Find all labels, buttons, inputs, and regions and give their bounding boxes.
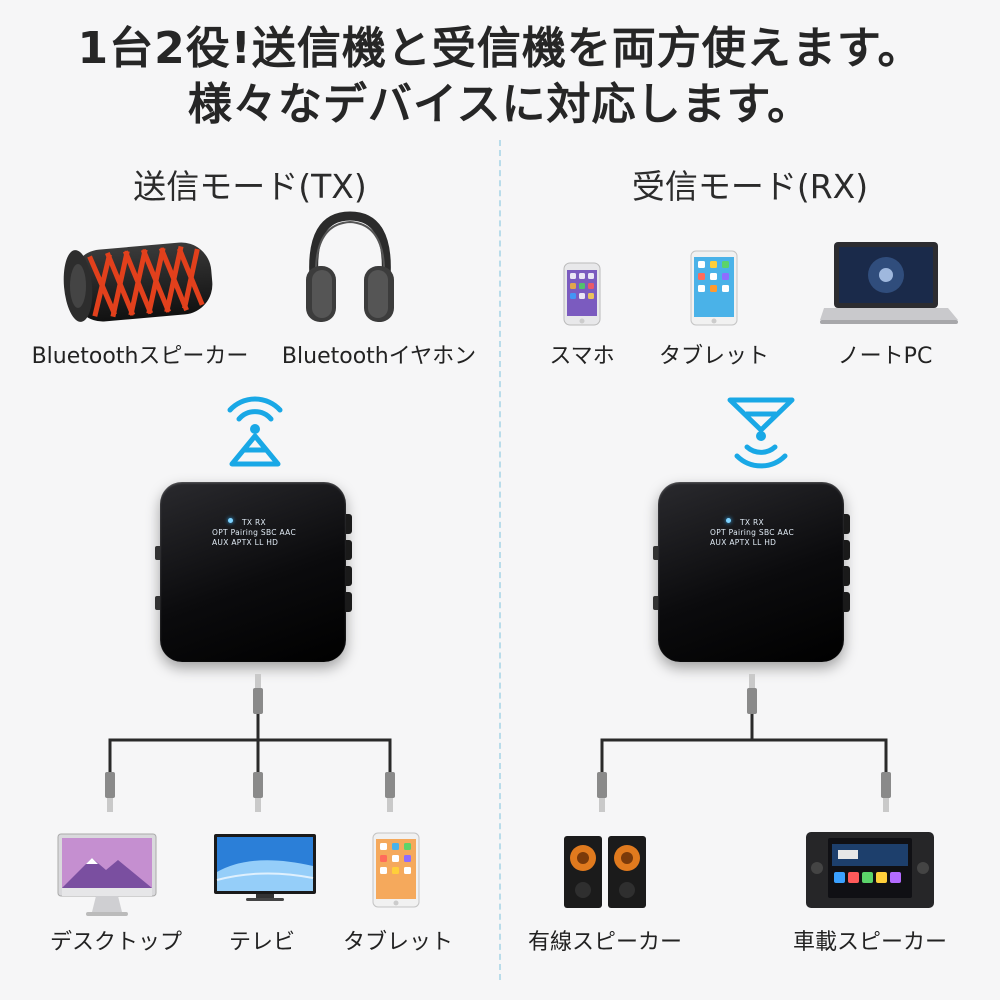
rx-adapter-device: TX RX OPT Pairing SBC AAC AUX APTX LL HD xyxy=(653,482,850,662)
label-car-stereo: 車載スピーカー xyxy=(792,930,948,955)
tx-panel-row-2: OPT Pairing SBC AAC xyxy=(212,528,296,537)
tx-mode-title: 送信モード(TX) xyxy=(133,167,367,206)
tx-adapter-device: TX RX OPT Pairing SBC AAC AUX APTX LL HD xyxy=(155,482,352,662)
rx-mode-title: 受信モード(RX) xyxy=(631,167,869,206)
label-wired-speaker: 有線スピーカー xyxy=(527,930,683,955)
label-desktop: デスクトップ xyxy=(49,930,183,955)
rx-panel-row-2: OPT Pairing SBC AAC xyxy=(710,528,794,537)
headphones-icon xyxy=(306,211,394,322)
center-divider xyxy=(499,140,501,980)
television-icon xyxy=(214,834,316,901)
label-smartphone: スマホ xyxy=(549,344,615,369)
desktop-computer-icon xyxy=(57,833,157,916)
smartphone-icon xyxy=(563,262,601,326)
label-bluetooth-earphones: Bluetoothイヤホン xyxy=(281,344,477,369)
tx-panel-row-3: AUX APTX LL HD xyxy=(212,538,279,547)
rx-panel-row-3: AUX APTX LL HD xyxy=(710,538,777,547)
wired-speaker-icon xyxy=(564,836,646,908)
label-bluetooth-speaker: Bluetoothスピーカー xyxy=(31,344,249,369)
bluetooth-receive-icon xyxy=(727,397,795,469)
headline-line-1: 1台2役!送信機と受信機を両方使えます。 xyxy=(77,23,923,74)
label-rx-tablet: タブレット xyxy=(658,344,770,369)
headline-line-2: 様々なデバイスに対応します。 xyxy=(187,79,813,130)
rx-panel-row-1: TX RX xyxy=(740,518,764,527)
tx-splitter-cable xyxy=(105,674,395,812)
tx-panel-row-1: TX RX xyxy=(242,518,266,527)
label-television: テレビ xyxy=(228,930,296,955)
laptop-icon xyxy=(820,242,958,324)
tablet-icon xyxy=(690,250,738,326)
rx-splitter-cable xyxy=(597,674,891,812)
car-stereo-icon xyxy=(806,832,934,908)
label-tx-tablet: タブレット xyxy=(342,930,454,955)
tablet-icon xyxy=(372,832,420,908)
bluetooth-transmit-icon xyxy=(227,396,283,467)
label-laptop: ノートPC xyxy=(837,344,933,369)
bluetooth-speaker-icon xyxy=(63,242,213,322)
